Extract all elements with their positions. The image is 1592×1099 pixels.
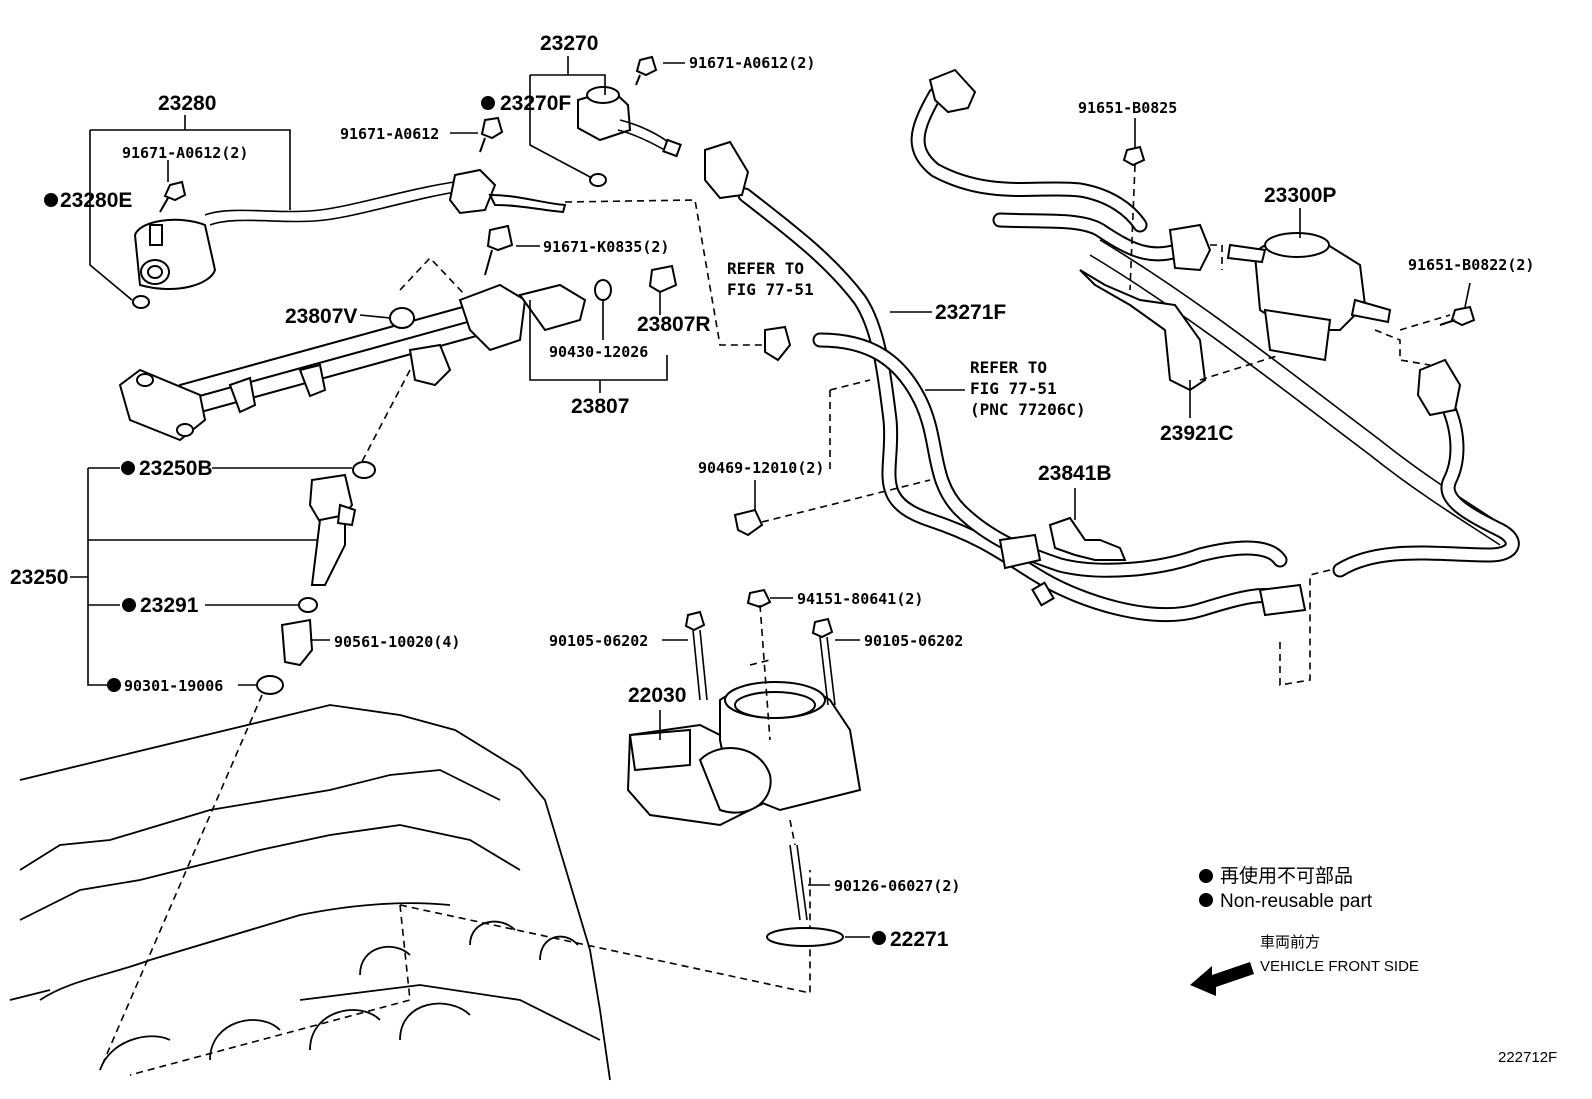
- rail-dashed-lines: [354, 256, 466, 476]
- o-ring-23270f: [589, 173, 607, 187]
- legend-bullet: [1199, 869, 1213, 883]
- bracket-mid: [448, 168, 497, 215]
- nut-94151-80641: [746, 588, 772, 609]
- label-91671-a0612: 91671-A0612: [340, 125, 439, 143]
- figure-id: 222712F: [1498, 1049, 1557, 1066]
- label-90126-06027-2: 90126-06027(2): [834, 877, 960, 895]
- part-22030-throttle-body: [626, 681, 862, 827]
- fuel-hose-top-right: [910, 87, 1520, 578]
- label-23841b: 23841B: [1038, 462, 1112, 485]
- leader-lines: [70, 56, 1471, 938]
- label-90561-10020-4: 90561-10020(4): [334, 633, 460, 651]
- part-23841b-connector: [998, 533, 1042, 570]
- non-reusable-bullet: [44, 193, 58, 207]
- o-ring-23250b: [352, 461, 376, 479]
- plug-23807r: [648, 264, 678, 294]
- label-90105-06202-right: 90105-06202: [864, 632, 963, 650]
- label-90430-12026: 90430-12026: [549, 343, 648, 361]
- label-23921c: 23921C: [1160, 422, 1234, 445]
- label-23271f: 23271F: [935, 301, 1006, 324]
- hose-clamp: [1031, 581, 1055, 607]
- throttle-dashed-lines: [749, 604, 796, 846]
- non-reusable-bullet: [107, 678, 121, 692]
- label-23250: 23250: [10, 566, 68, 589]
- clip-90469-12010: [733, 508, 764, 537]
- label-90105-06202-left: 90105-06202: [549, 632, 648, 650]
- part-23921c-bracket: [1079, 145, 1212, 392]
- label-23280: 23280: [158, 92, 216, 115]
- label-23300p: 23300P: [1264, 184, 1336, 207]
- legend-bullet: [1199, 893, 1213, 907]
- front-side-jp: 車両前方: [1260, 934, 1320, 951]
- o-ring-90301-19006: [256, 675, 284, 695]
- label-90301-19006: 90301-19006: [124, 677, 223, 695]
- part-23300p-filter: [1226, 232, 1476, 362]
- o-ring-23280e: [132, 295, 150, 309]
- label-23270: 23270: [540, 32, 598, 55]
- manifold-dashed-outline: [129, 870, 811, 1076]
- label-91651-b0822-2: 91651-B0822(2): [1408, 256, 1534, 274]
- gasket-22271: [766, 927, 844, 947]
- label-91671-a0612-2-left: 91671-A0612(2): [122, 144, 248, 162]
- refer-note-1-line1: REFER TO: [727, 259, 804, 278]
- refer-note-2-line2: FIG 77-51: [970, 379, 1057, 398]
- injector-dashed-line: [99, 694, 263, 1071]
- refer-note-1-line2: FIG 77-51: [727, 280, 814, 299]
- hose-dashed-bracket: [1279, 569, 1331, 686]
- hose-connector-right: [1416, 358, 1462, 417]
- refer-note-2-line3: (PNC 77206C): [970, 400, 1086, 419]
- bolt-91671-k0835: [484, 224, 514, 276]
- non-reusable-bullet: [872, 931, 886, 945]
- tube-end-mid: [488, 193, 567, 214]
- clip-refer-fig: [764, 325, 792, 362]
- bolt-91651-b0822: [1439, 305, 1476, 327]
- label-91671-k0835-2: 91671-K0835(2): [543, 238, 669, 256]
- cap-23807v: [389, 307, 415, 329]
- label-90469-12010-2: 90469-12010(2): [698, 459, 824, 477]
- hose-connector-top: [928, 68, 977, 114]
- label-23280e: 23280E: [60, 189, 132, 212]
- hose-dashed-ref: [564, 199, 770, 346]
- refer-note-2-line1: REFER TO: [970, 358, 1047, 377]
- non-reusable-bullet: [481, 96, 495, 110]
- bolt-91671-a0612-left: [159, 180, 187, 213]
- label-91651-b0825: 91651-B0825: [1078, 99, 1177, 117]
- front-side-en: VEHICLE FRONT SIDE: [1260, 958, 1419, 975]
- label-94151-80641-2: 94151-80641(2): [797, 590, 923, 608]
- part-23270-damper: [577, 55, 682, 187]
- label-91671-a0612-2-top: 91671-A0612(2): [689, 54, 815, 72]
- hose-end-bottom: [1258, 583, 1307, 617]
- label-23807r: 23807R: [637, 313, 711, 336]
- label-23250b: 23250B: [139, 457, 213, 480]
- hose-connector-mid: [704, 140, 750, 200]
- label-23291: 23291: [140, 594, 199, 617]
- seal-23291: [298, 597, 318, 613]
- bolt-91651-b0825: [1122, 145, 1146, 167]
- legend-jp: 再使用不可部品: [1220, 865, 1353, 887]
- non-reusable-bullet: [121, 461, 135, 475]
- part-23280-regulator: [132, 179, 471, 309]
- filter-dashed-lines: [1129, 164, 1451, 381]
- bolt-91671-a0612-mid: [479, 116, 504, 153]
- throttle-bolts: [684, 588, 844, 947]
- part-fuel-delivery-pipe: [118, 224, 678, 442]
- label-23270f: 23270F: [500, 92, 571, 115]
- arrow-left-icon: [1190, 962, 1254, 996]
- label-22271: 22271: [890, 928, 949, 951]
- part-23841b: [1048, 516, 1127, 561]
- stud-90126-06027: [789, 844, 801, 921]
- label-23807: 23807: [571, 395, 629, 418]
- bolt-91671-a0612-top: [635, 55, 658, 86]
- gasket-90430-12026: [594, 279, 612, 301]
- non-reusable-bullet: [122, 598, 136, 612]
- part-23250-injector: [256, 461, 376, 695]
- label-22030: 22030: [628, 684, 686, 707]
- clip-dashed-lines: [761, 379, 931, 523]
- engine-block-outline: [9, 704, 611, 1081]
- legend-en: Non-reusable part: [1220, 891, 1373, 912]
- cushion-90561-10020: [280, 618, 314, 667]
- label-23807v: 23807V: [285, 305, 357, 328]
